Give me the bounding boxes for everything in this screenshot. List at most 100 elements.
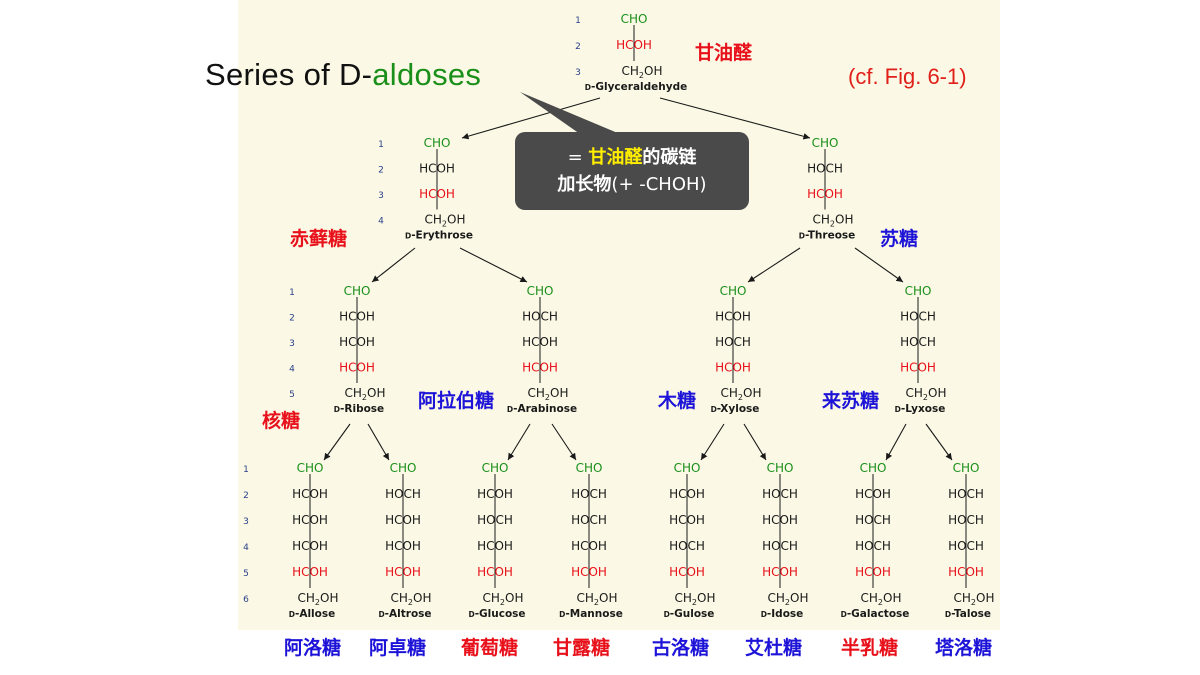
fischer-row: HCOH [522, 361, 558, 375]
cn-label-d-xylose: 木糖 [658, 390, 697, 412]
branch-arrow [367, 423, 390, 461]
sugar-name-d-erythrose: D-Erythrose [405, 230, 473, 242]
cn-label-d-mannose: 甘露糖 [553, 637, 611, 659]
fischer-row: HCOH [715, 361, 751, 375]
title-accent: aldoses [372, 57, 482, 92]
fischer-row: HOCH [522, 310, 558, 324]
fischer-row: HOCH [385, 487, 421, 501]
sugar-name-d-mannose: D-Mannose [559, 608, 623, 620]
fischer-row: CHO [482, 461, 509, 475]
carbon-number: 3 [575, 68, 581, 78]
carbon-number: 1 [243, 465, 249, 475]
fischer-row: HCOH [477, 565, 513, 579]
carbon-number: 1 [575, 16, 581, 26]
sugar-name-d-lyxose: D-Lyxose [895, 403, 946, 415]
cn-label-d-glyceraldehyde: 甘油醛 [695, 42, 753, 64]
fischer-row: CHO [674, 461, 701, 475]
fischer-row: HCOH [292, 513, 328, 527]
carbon-number: 3 [378, 191, 384, 201]
fischer-row: HOCH [762, 539, 798, 553]
fischer-row: HOCH [669, 539, 705, 553]
fischer-row: HCOH [292, 487, 328, 501]
callout-line-1: = 甘油醛的碳链 [515, 144, 749, 171]
carbon-number: 1 [289, 288, 295, 298]
fischer-row: CHO [621, 12, 648, 26]
fischer-row: HCOH [855, 487, 891, 501]
sugar-name-d-allose: D-Allose [289, 608, 336, 620]
carbon-number: 3 [243, 517, 249, 527]
cn-label-d-talose: 塔洛糖 [935, 637, 993, 659]
fischer-row: HCOH [616, 38, 652, 52]
fischer-row: HCOH [339, 335, 375, 349]
fischer-row: HCOH [669, 487, 705, 501]
fischer-row: HOCH [948, 487, 984, 501]
branch-arrow [461, 97, 601, 140]
fischer-row: HCOH [419, 187, 455, 201]
fischer-row: HOCH [948, 539, 984, 553]
fischer-row: HCOH [477, 487, 513, 501]
arrow-layer [323, 97, 953, 461]
carbon-number: 5 [243, 569, 249, 579]
fischer-row: HCOH [385, 565, 421, 579]
carbon-number: 4 [243, 543, 249, 553]
sugar-name-d-ribose: D-Ribose [334, 403, 384, 415]
callout-equals: = [567, 147, 589, 168]
fischer-row: HCOH [571, 565, 607, 579]
branch-arrow [854, 247, 904, 283]
carbon-number: 2 [289, 314, 295, 324]
cn-label-d-allose: 阿洛糖 [284, 637, 342, 659]
cn-label-d-altrose: 阿卓糖 [369, 637, 427, 659]
callout-line2-rest: (+ -CHOH) [611, 174, 707, 195]
fischer-row: HOCH [948, 513, 984, 527]
callout-pointer [520, 92, 620, 134]
fischer-row: CH2OH [622, 64, 663, 80]
fischer-row: CHO [953, 461, 980, 475]
fischer-row: CH2OH [813, 213, 854, 229]
fischer-row: HCOH [385, 513, 421, 527]
carbon-number: 2 [575, 42, 581, 52]
cn-label-d-gulose: 古洛糖 [652, 637, 710, 659]
fischer-row: HCOH [292, 565, 328, 579]
fischer-row: CH2OH [861, 591, 902, 607]
branch-arrow [323, 423, 351, 461]
fischer-row: CHO [812, 136, 839, 150]
fischer-row: CHO [576, 461, 603, 475]
branch-arrow [743, 423, 767, 461]
fischer-row: HCOH [292, 539, 328, 553]
structure-layer: 123CHOHCOHCH2OHD-Glyceraldehyde1234CHOHC… [243, 12, 994, 620]
sugar-name-d-arabinose: D-Arabinose [507, 403, 577, 415]
fischer-row: CH2OH [954, 591, 995, 607]
fischer-row: CH2OH [298, 591, 339, 607]
fischer-row: CHO [390, 461, 417, 475]
fischer-row: CH2OH [768, 591, 809, 607]
callout-term: 甘油醛 [588, 147, 643, 168]
fischer-row: HCOH [715, 310, 751, 324]
carbon-number: 3 [289, 339, 295, 349]
branch-arrow [659, 97, 811, 140]
carbon-number: 6 [243, 595, 249, 605]
cn-label-d-ribose: 核糖 [262, 410, 301, 432]
sugar-name-d-glucose: D-Glucose [468, 608, 525, 620]
fischer-row: HCOH [385, 539, 421, 553]
fischer-row: CHO [860, 461, 887, 475]
sugar-name-d-altrose: D-Altrose [378, 608, 431, 620]
branch-arrow [700, 423, 725, 461]
fischer-row: HOCH [855, 539, 891, 553]
fischer-row: CHO [424, 136, 451, 150]
fischer-row: HCOH [762, 513, 798, 527]
fischer-row: HOCH [807, 162, 843, 176]
fischer-row: HOCH [715, 335, 751, 349]
callout-line1-rest: 的碳链 [642, 147, 697, 168]
fischer-row: CH2OH [483, 591, 524, 607]
